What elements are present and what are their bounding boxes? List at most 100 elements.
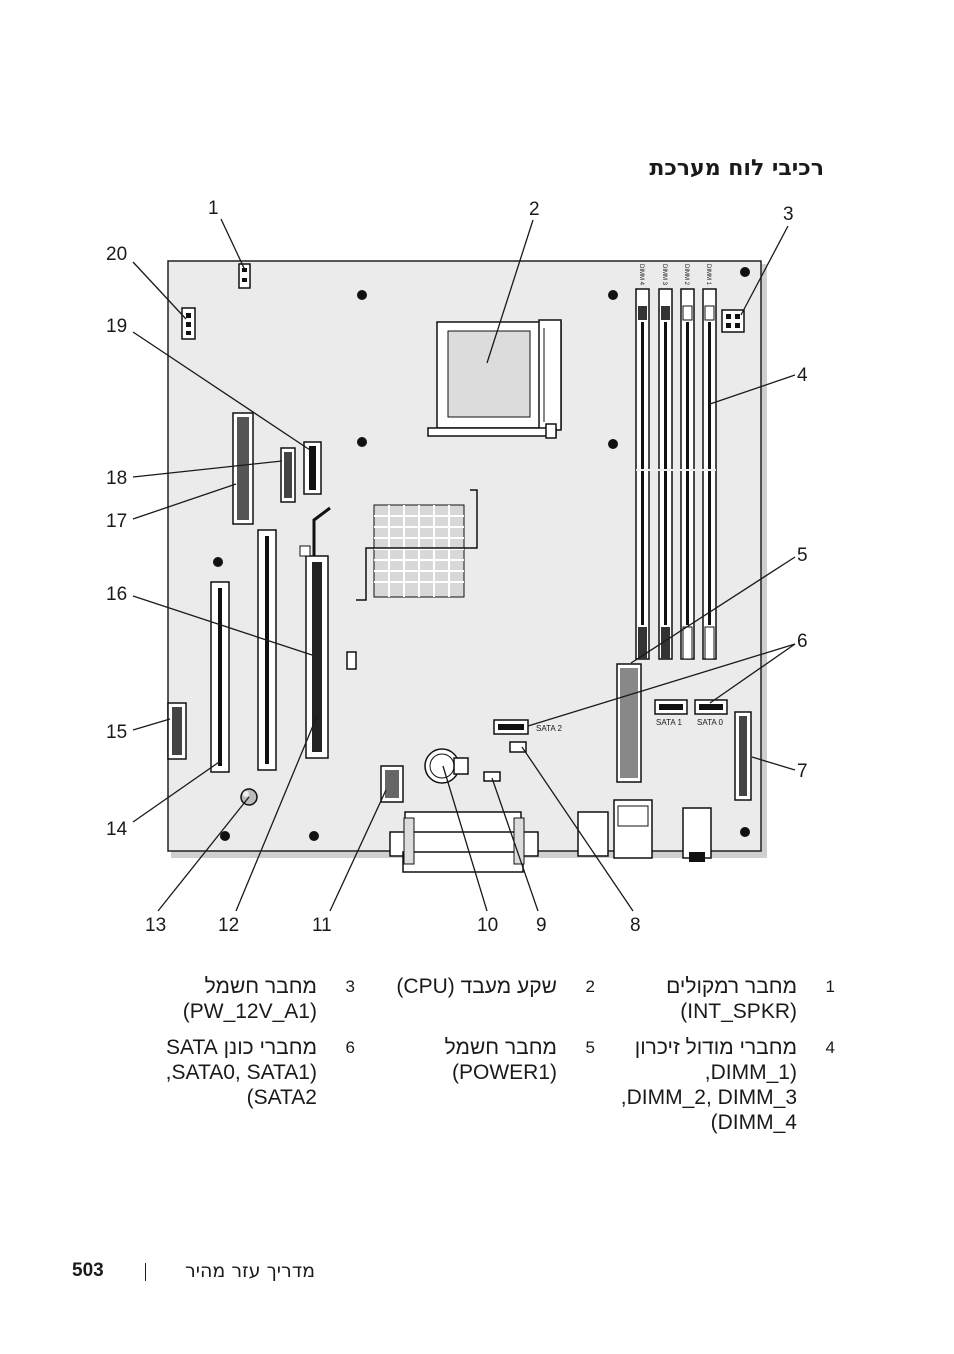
legend-line: (SATA0, SATA1, [165, 1061, 317, 1084]
dimm-3-label: DIMM 3 [661, 264, 667, 286]
legend-line: מחברי כונן SATA [166, 1036, 317, 1059]
ide-connector [232, 412, 254, 525]
callout-2: 2 [529, 199, 540, 220]
callout-13: 13 [145, 915, 166, 936]
intrusion-switch-connector [509, 741, 527, 753]
callout-16: 16 [106, 584, 127, 605]
jumper [346, 651, 357, 670]
callout-4: 4 [797, 365, 808, 386]
legend-description: מחבר רמקולים (INT_SPKR) [595, 974, 797, 1035]
legend-line: מחבר חשמל [204, 975, 317, 998]
legend-line: מחבר חשמל [444, 1036, 557, 1059]
power-connector-12v [721, 309, 745, 333]
legend-number: 4 [825, 1038, 835, 1057]
page-footer: 503 מדריך עזר מהיר [72, 1260, 402, 1288]
legend-line: (INT_SPKR) [680, 1000, 797, 1023]
dimm-2-slot [680, 288, 695, 660]
legend-number: 5 [585, 1038, 595, 1057]
legend-line: מחבר רמקולים [666, 975, 797, 998]
legend-row: 4 מחברי מודול זיכרון (DIMM_1, DIMM_2, DI… [115, 1035, 835, 1146]
legend-line: SATA2) [246, 1086, 317, 1109]
legend-description: מחברי מודול זיכרון (DIMM_1, DIMM_2, DIMM… [595, 1035, 797, 1146]
legend-description: מחבר חשמל (PW_12V_A1) [115, 974, 317, 1035]
heatsink-clip [356, 489, 478, 601]
legend-line: DIMM_4) [710, 1111, 797, 1134]
mounting-hole [357, 290, 367, 300]
callout-5: 5 [797, 545, 808, 566]
front-panel-connector [303, 441, 322, 495]
legend-number: 1 [825, 977, 835, 996]
callout-10: 10 [477, 915, 498, 936]
component-legend: 1 מחבר רמקולים (INT_SPKR) 2 שקע מעבד (CP… [115, 974, 835, 1146]
battery-socket [424, 748, 469, 784]
callout-18: 18 [106, 468, 127, 489]
callout-11: 11 [312, 915, 332, 936]
legend-line: (PW_12V_A1) [182, 1000, 317, 1023]
mounting-holes [213, 267, 750, 841]
footer-title: מדריך עזר מהיר [185, 1260, 316, 1282]
callout-7: 7 [797, 761, 808, 782]
dimm-slots: DIMM 4 DIMM 3 DIMM 2 DIMM 1 [635, 264, 717, 660]
callout-3: 3 [783, 204, 794, 225]
leader-lines [132, 218, 796, 912]
usb-ports [577, 811, 609, 857]
callout-8: 8 [630, 915, 641, 936]
system-board-diagram: DIMM 4 DIMM 3 DIMM 2 DIMM 1 [106, 198, 808, 936]
dimm-3-slot [658, 288, 673, 660]
legend-line: DIMM_2, DIMM_3, [620, 1086, 797, 1109]
floppy-connector [734, 711, 752, 801]
pci-express-x16-slot [299, 506, 331, 759]
callout-1: 1 [208, 198, 219, 219]
main-power-connector [616, 663, 642, 783]
speaker-connector [238, 263, 251, 289]
footer-divider [145, 1263, 146, 1281]
dimm-1-slot [702, 288, 717, 660]
mounting-hole [357, 437, 367, 447]
legend-line: מחברי מודול זיכרון [634, 1036, 797, 1059]
password-jumper [483, 771, 501, 782]
sata-2-label: SATA 2 [536, 724, 562, 733]
callout-6: 6 [797, 631, 808, 652]
callout-20: 20 [106, 244, 127, 265]
section-title: רכיבי לוח מערכת [649, 156, 824, 181]
mounting-hole [608, 290, 618, 300]
pci-slot-1 [210, 581, 230, 773]
legend-line: שקע מעבד (CPU) [396, 975, 557, 998]
usb-header [280, 447, 296, 503]
sata-1-label: SATA 1 [656, 718, 682, 727]
callout-15: 15 [106, 722, 127, 743]
audio-connectors [682, 807, 712, 859]
pci-slot-2 [257, 529, 277, 771]
dimm-4-slot [635, 288, 650, 660]
page-number: 503 [72, 1260, 104, 1281]
mounting-hole [220, 831, 230, 841]
callout-19: 19 [106, 316, 127, 337]
legend-description: שקע מעבד (CPU) [355, 974, 557, 1035]
legend-description: מחבר חשמל (POWER1) [355, 1035, 557, 1146]
mounting-hole [309, 831, 319, 841]
legend-line: (POWER1) [451, 1061, 557, 1084]
mounting-hole [740, 827, 750, 837]
chipset-heatsink [373, 504, 465, 598]
cpu-socket [427, 319, 562, 439]
legend-row: 1 מחבר רמקולים (INT_SPKR) 2 שקע מעבד (CP… [115, 974, 835, 1035]
sata-0-label: SATA 0 [697, 718, 723, 727]
callout-12: 12 [218, 915, 239, 936]
legend-line: (DIMM_1, [704, 1061, 797, 1084]
sata-connectors: SATA 2 SATA 1 SATA 0 [493, 699, 728, 735]
legend-number: 2 [585, 977, 595, 996]
mounting-hole [740, 267, 750, 277]
dimm-2-label: DIMM 2 [683, 264, 689, 286]
serial-connector [167, 702, 187, 760]
legend-number: 6 [345, 1038, 355, 1057]
rear-io-panel [389, 799, 712, 873]
callout-9: 9 [536, 915, 547, 936]
legend-description: מחברי כונן SATA (SATA0, SATA1, SATA2) [115, 1035, 317, 1146]
dimm-4-label: DIMM 4 [638, 264, 644, 286]
callout-17: 17 [106, 511, 127, 532]
internal-usb-connector [380, 765, 404, 803]
dimm-1-label: DIMM 1 [705, 264, 711, 286]
mounting-hole [213, 557, 223, 567]
legend-number: 3 [345, 977, 355, 996]
fan-connector [181, 307, 196, 340]
